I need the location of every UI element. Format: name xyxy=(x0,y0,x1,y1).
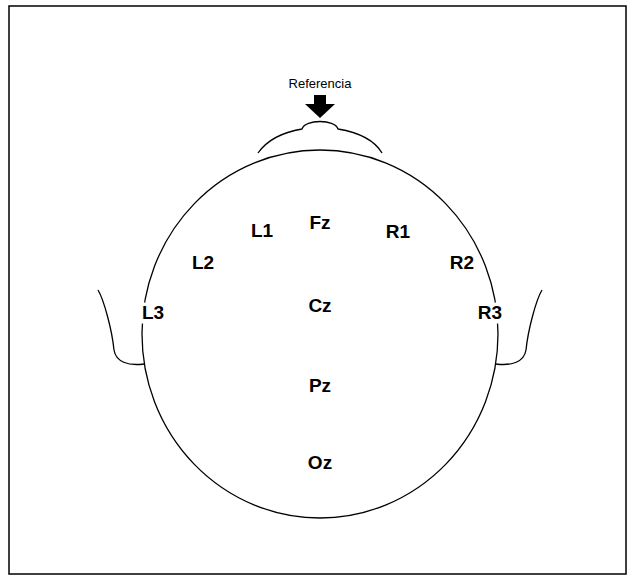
electrode-label: L1 xyxy=(249,221,275,242)
left-ear xyxy=(98,290,144,364)
frame-border xyxy=(9,6,626,574)
head-outline xyxy=(142,150,498,518)
electrode-label: Pz xyxy=(307,376,333,397)
electrode-label: Oz xyxy=(306,453,334,474)
electrode-label: Cz xyxy=(306,296,333,317)
right-ear xyxy=(496,290,542,364)
electrode-label: R3 xyxy=(476,303,504,324)
reference-arrow-head xyxy=(305,104,335,118)
electrode-label: R2 xyxy=(448,253,476,274)
reference-label: Referencia xyxy=(287,77,354,91)
reference-arrow-shaft xyxy=(314,95,326,104)
electrode-label: L3 xyxy=(140,303,166,324)
electrode-label: L2 xyxy=(190,253,216,274)
electrode-label: R1 xyxy=(384,222,412,243)
nose-outline xyxy=(258,122,382,154)
electrode-label: Fz xyxy=(307,213,332,234)
